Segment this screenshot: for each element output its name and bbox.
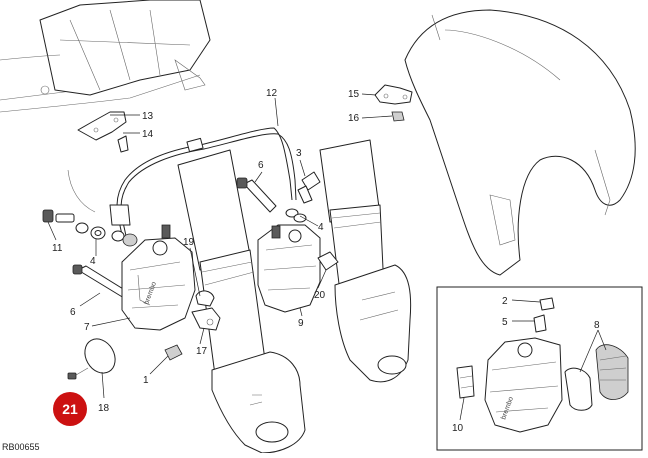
cover-cap-18	[67, 338, 116, 380]
callout-6-lower: 6	[70, 307, 76, 318]
callout-5: 5	[502, 317, 508, 328]
drawing-code: RB00655	[2, 442, 40, 452]
left-caliper: brembo	[121, 224, 196, 331]
right-fork-leg	[319, 139, 412, 383]
callout-20: 20	[314, 290, 326, 301]
callout-15: 15	[348, 89, 360, 100]
callout-2: 2	[502, 296, 508, 307]
callout-16: 16	[348, 113, 360, 124]
hose-fittings-left	[42, 169, 138, 247]
fender-bracket	[374, 84, 413, 105]
spring-clip-19	[195, 290, 215, 307]
callout-11: 11	[52, 243, 63, 254]
callout-3: 3	[296, 148, 302, 159]
leader-lines	[47, 93, 607, 421]
callout-10: 10	[452, 423, 464, 434]
figure-badge-circle	[53, 392, 87, 426]
inset-detail: brembo	[436, 286, 643, 451]
nut-1	[164, 344, 183, 361]
bracket-13	[77, 111, 127, 141]
left-fork-leg	[177, 149, 306, 454]
callout-4-left: 4	[90, 256, 96, 267]
caliper-bolt-right	[236, 177, 277, 213]
callout-7: 7	[84, 322, 90, 333]
screw-14	[117, 135, 129, 153]
callout-4-right: 4	[318, 222, 324, 233]
callout-1: 1	[143, 375, 149, 386]
front-fender	[404, 9, 636, 276]
caliper-bolt-left	[72, 264, 129, 299]
washers-right	[285, 208, 307, 223]
callout-6-upper: 6	[258, 160, 264, 171]
callout-9: 9	[298, 318, 304, 329]
callout-14: 14	[142, 129, 154, 140]
callout-19: 19	[183, 237, 195, 248]
frame-structure	[0, 0, 211, 113]
callout-17: 17	[196, 346, 208, 357]
bleed-valve-3	[297, 171, 321, 204]
brake-hose	[109, 127, 297, 237]
callout-12: 12	[266, 88, 278, 99]
callout-8: 8	[594, 320, 600, 331]
right-caliper	[257, 224, 321, 313]
pin-17	[191, 307, 221, 331]
figure-badge-number: 21	[62, 401, 78, 417]
fender-nut	[391, 111, 405, 122]
figure-badge: 21	[53, 392, 87, 426]
callout-labels: 12 13 14 15 16 6 3 4 11 4 6 7 19 17 20 9…	[52, 88, 600, 434]
spring-20	[317, 251, 339, 271]
callout-13: 13	[142, 111, 154, 122]
callout-18: 18	[98, 403, 110, 414]
